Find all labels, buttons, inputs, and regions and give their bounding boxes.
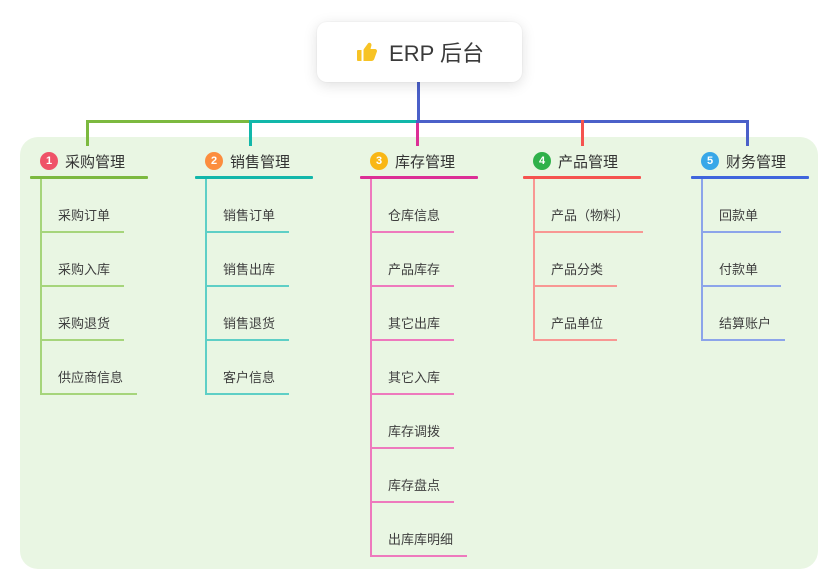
branch-label: 产品管理 bbox=[558, 153, 619, 171]
root-node-erp[interactable]: ERP 后台 bbox=[317, 22, 522, 82]
connector-line-sales bbox=[249, 120, 252, 146]
connector-root-line bbox=[417, 82, 420, 123]
branches-panel bbox=[20, 137, 818, 569]
trunk-line bbox=[205, 179, 207, 395]
trunk-line bbox=[40, 179, 42, 395]
connector-line-product bbox=[581, 120, 584, 146]
child-node[interactable]: 出库库明细 bbox=[370, 503, 468, 557]
trunk-line bbox=[701, 179, 703, 341]
branch-column-inventory: 3 库存管理 仓库信息 产品库存 其它出库 其它入库 库存调拨 库存盘点 出库库… bbox=[360, 146, 478, 557]
branch-node-purchase[interactable]: 1 采购管理 bbox=[30, 146, 148, 176]
branch-number-badge: 3 bbox=[370, 152, 388, 170]
connector-line-purchase bbox=[86, 120, 89, 146]
branch-underline bbox=[523, 176, 641, 179]
root-node-label: ERP 后台 bbox=[389, 41, 484, 66]
child-node[interactable]: 产品（物料） bbox=[533, 179, 644, 233]
child-node[interactable]: 销售退货 bbox=[205, 287, 290, 341]
child-node[interactable]: 仓库信息 bbox=[370, 179, 455, 233]
child-node[interactable]: 产品分类 bbox=[533, 233, 618, 287]
connector-line-finance bbox=[746, 120, 749, 146]
branch-number-badge: 4 bbox=[533, 152, 551, 170]
thumbs-up-icon bbox=[357, 42, 378, 61]
branch-children: 销售订单 销售出库 销售退货 客户信息 bbox=[205, 179, 313, 395]
child-node[interactable]: 客户信息 bbox=[205, 341, 290, 395]
branch-node-finance[interactable]: 5 财务管理 bbox=[691, 146, 809, 176]
child-node[interactable]: 库存调拨 bbox=[370, 395, 455, 449]
connector-bus-green bbox=[86, 120, 252, 123]
branch-label: 采购管理 bbox=[65, 153, 126, 171]
trunk-line bbox=[533, 179, 535, 341]
branch-column-sales: 2 销售管理 销售订单 销售出库 销售退货 客户信息 bbox=[195, 146, 313, 395]
child-node[interactable]: 采购入库 bbox=[40, 233, 125, 287]
branch-label: 销售管理 bbox=[230, 153, 291, 171]
branch-node-product[interactable]: 4 产品管理 bbox=[523, 146, 643, 176]
child-node[interactable]: 产品单位 bbox=[533, 287, 618, 341]
child-node[interactable]: 结算账户 bbox=[701, 287, 786, 341]
branch-column-product: 4 产品管理 产品（物料） 产品分类 产品单位 bbox=[523, 146, 644, 341]
branch-number-badge: 5 bbox=[701, 152, 719, 170]
child-node[interactable]: 付款单 bbox=[701, 233, 781, 287]
branch-children: 采购订单 采购入库 采购退货 供应商信息 bbox=[40, 179, 148, 395]
child-node[interactable]: 产品库存 bbox=[370, 233, 455, 287]
child-node[interactable]: 销售订单 bbox=[205, 179, 290, 233]
child-node[interactable]: 其它入库 bbox=[370, 341, 455, 395]
branch-underline bbox=[195, 176, 313, 179]
branch-node-sales[interactable]: 2 销售管理 bbox=[195, 146, 313, 176]
child-node[interactable]: 其它出库 bbox=[370, 287, 455, 341]
connector-line-inventory bbox=[416, 120, 419, 146]
branch-column-purchase: 1 采购管理 采购订单 采购入库 采购退货 供应商信息 bbox=[30, 146, 148, 395]
child-node[interactable]: 供应商信息 bbox=[40, 341, 138, 395]
branch-label: 库存管理 bbox=[395, 153, 456, 171]
branch-children: 产品（物料） 产品分类 产品单位 bbox=[533, 179, 644, 341]
child-node[interactable]: 回款单 bbox=[701, 179, 781, 233]
connector-bus-teal bbox=[249, 120, 419, 123]
branch-children: 仓库信息 产品库存 其它出库 其它入库 库存调拨 库存盘点 出库库明细 bbox=[370, 179, 478, 557]
trunk-line bbox=[370, 179, 372, 557]
child-node[interactable]: 采购退货 bbox=[40, 287, 125, 341]
branch-underline bbox=[30, 176, 148, 179]
branch-children: 回款单 付款单 结算账户 bbox=[701, 179, 809, 341]
branch-node-inventory[interactable]: 3 库存管理 bbox=[360, 146, 478, 176]
branch-underline bbox=[360, 176, 478, 179]
branch-underline bbox=[691, 176, 809, 179]
branch-label: 财务管理 bbox=[726, 153, 787, 171]
branch-number-badge: 2 bbox=[205, 152, 223, 170]
branch-column-finance: 5 财务管理 回款单 付款单 结算账户 bbox=[691, 146, 809, 341]
child-node[interactable]: 采购订单 bbox=[40, 179, 125, 233]
child-node[interactable]: 销售出库 bbox=[205, 233, 290, 287]
branch-number-badge: 1 bbox=[40, 152, 58, 170]
child-node[interactable]: 库存盘点 bbox=[370, 449, 455, 503]
